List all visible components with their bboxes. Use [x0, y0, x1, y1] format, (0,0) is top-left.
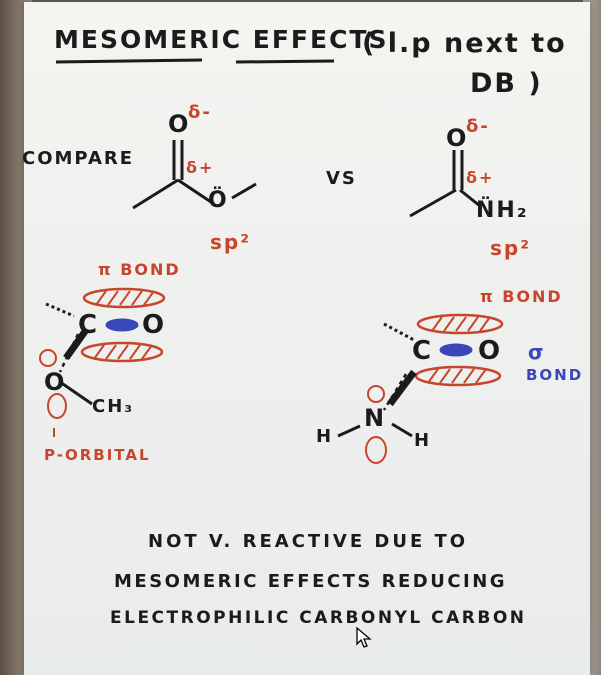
left-ether-o: Ö [208, 188, 229, 213]
left-pi-bond: π BOND [98, 260, 181, 279]
left-o-label: O [142, 310, 167, 340]
mouse-cursor-icon [356, 627, 372, 648]
pi-lobe-bottom-right [414, 365, 502, 387]
right-h-right: H [414, 430, 432, 451]
conclusion-line-3: ELECTROPHILIC CARBONYL CARBON [110, 608, 527, 628]
right-o-charge: δ- [466, 116, 490, 137]
conclusion-line-1: NOT V. REACTIVE DUE TO [148, 531, 469, 552]
left-ch3: CH₃ [92, 396, 135, 417]
title: MESOMERIC EFFECTS [54, 25, 389, 54]
right-sigma-symbol: σ [528, 340, 546, 364]
right-n-label: N [364, 404, 387, 432]
pi-lobe-top-left [82, 287, 166, 309]
conclusion-line-2: MESOMERIC EFFECTS REDUCING [114, 571, 508, 592]
right-pi-bond: π BOND [480, 287, 563, 306]
sigma-lobe-left [105, 318, 139, 332]
title-note-2: DB ) [470, 68, 543, 99]
left-hybrid: sp² [210, 230, 251, 254]
right-hybrid: sp² [490, 236, 531, 260]
left-o-charge: δ- [188, 102, 212, 123]
right-c-charge: δ+ [466, 168, 495, 187]
right-o-label: O [478, 336, 503, 366]
right-c-label: C [412, 336, 434, 366]
right-carbonyl-o: O [446, 124, 469, 152]
left-orbital-label: P-ORBITAL [44, 446, 151, 464]
compare-label: COMPARE [22, 148, 135, 169]
pi-lobe-top-right [416, 313, 504, 335]
left-lower-o: O [44, 368, 67, 396]
left-carbonyl-o: O [168, 110, 191, 138]
right-amine: N̈H₂ [476, 198, 529, 223]
title-note-1: ( l.p next to [362, 28, 567, 59]
right-sigma-bond: BOND [526, 366, 584, 384]
title-underline-2 [235, 59, 335, 64]
left-c-label: C [78, 310, 100, 340]
left-c-charge: δ+ [186, 158, 215, 177]
pi-lobe-bottom-left [80, 341, 164, 363]
sigma-lobe-right [439, 343, 473, 357]
title-underline-1 [55, 58, 203, 64]
whiteboard [24, 2, 590, 675]
vs-label: VS [326, 168, 357, 189]
right-h-left: H [316, 426, 334, 447]
